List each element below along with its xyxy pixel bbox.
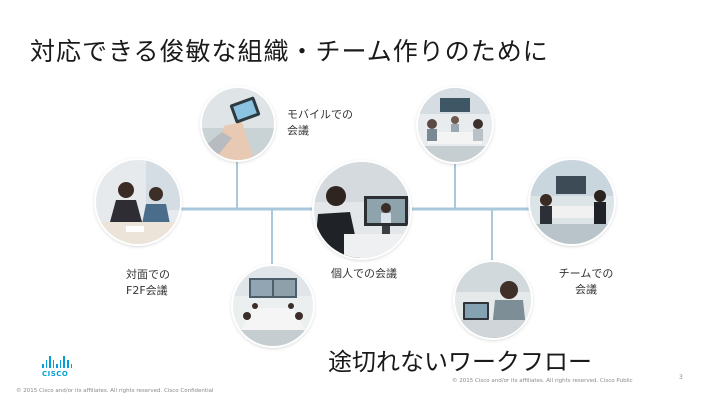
label-personal: 個人での会議 (331, 267, 397, 280)
label-f2f: 対面での F2F会議 (126, 268, 170, 297)
footer-left: © 2015 Cisco and/or its affiliates. All … (16, 388, 214, 394)
page-number: 3 (679, 374, 683, 381)
cisco-logo: CISCO (42, 356, 73, 378)
photo-f2f-meeting (96, 160, 180, 244)
photo-personal-meeting (314, 162, 410, 258)
photo-team-meeting (530, 160, 614, 244)
photo-boardroom (233, 266, 313, 346)
tagline: 途切れないワークフロー (328, 348, 592, 376)
cisco-logo-text: CISCO (42, 370, 69, 378)
label-mobile: モバイルでの 会議 (287, 108, 353, 137)
footer-right: © 2015 Cisco and/or its affiliates. All … (452, 378, 633, 384)
slide-title: 対応できる俊敏な組織・チーム作りのために (30, 37, 549, 66)
photo-conference-room (418, 88, 492, 162)
photo-laptop-meeting (455, 262, 531, 338)
cisco-logo-bars-icon (42, 356, 73, 368)
photo-mobile-meeting (202, 88, 274, 160)
label-team: チームでの 会議 (558, 267, 614, 296)
